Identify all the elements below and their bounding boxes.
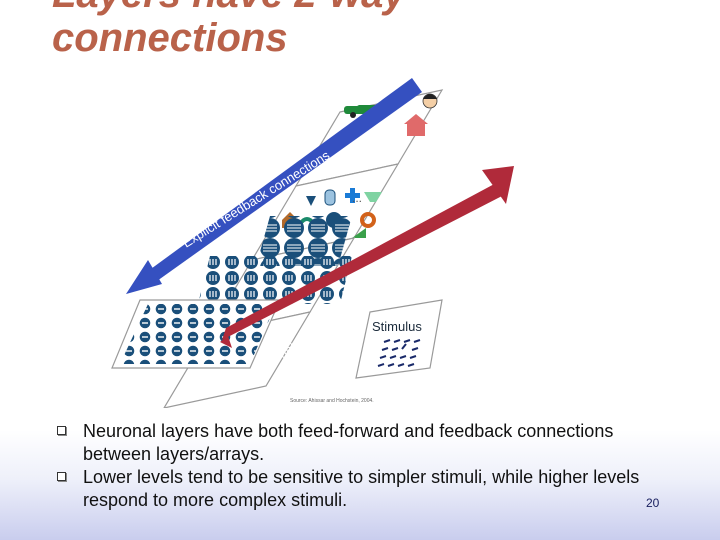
- page-number: 20: [646, 496, 660, 510]
- feedback-arrow: [126, 78, 422, 294]
- bottom-gradient-band: [0, 430, 720, 540]
- house-icon: [404, 114, 428, 136]
- green-wedge-icon: [352, 228, 366, 238]
- stimulus-label: Stimulus: [372, 319, 422, 334]
- bullet-list: Neuronal layers have both feed-forward a…: [52, 420, 672, 512]
- ellipsis-label: ...: [352, 191, 362, 205]
- bullet-marker-icon: [57, 426, 66, 435]
- cross-shape-icon: [345, 188, 360, 203]
- bullet-text: Neuronal layers have both feed-forward a…: [83, 421, 614, 464]
- stimulus-panel: [355, 299, 443, 379]
- simple-feature-cells: [120, 304, 276, 364]
- title-line-2: connections: [52, 16, 288, 60]
- bullet-item: Lower levels tend to be sensitive to sim…: [52, 466, 672, 512]
- bullet-text: Lower levels tend to be sensitive to sim…: [83, 467, 640, 510]
- bullet-marker-icon: [57, 472, 66, 481]
- complex-feature-cells: [256, 216, 352, 266]
- feedforward-arrow: [220, 166, 514, 348]
- title-line-1: Layers have 2-way: [52, 0, 406, 16]
- slide-title: Layers have 2-way connections: [52, 0, 406, 60]
- stimulus-bars: [377, 339, 421, 367]
- face-icon: [422, 93, 438, 109]
- layer-hierarchy-diagram: ... Stimulus Explicit feedback connectio…: [111, 78, 514, 408]
- triangle-shape-icon: [306, 196, 316, 206]
- trapezoid-shape-icon: [364, 192, 382, 202]
- cylinder-shape-icon: [324, 189, 336, 206]
- bullet-item: Neuronal layers have both feed-forward a…: [52, 420, 672, 466]
- source-note: Source: Ahissar and Hochstein, 2004.: [290, 398, 374, 404]
- ring-shape-icon: [360, 212, 376, 228]
